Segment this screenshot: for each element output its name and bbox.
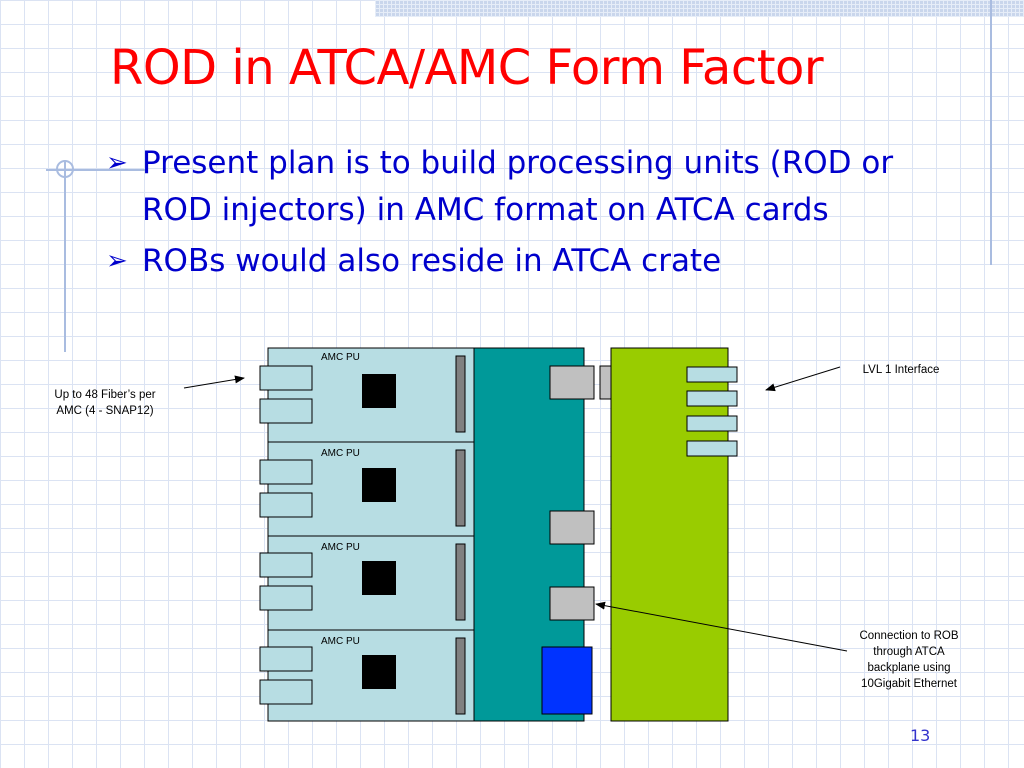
bullet-text: Present plan is to build processing unit…	[142, 145, 894, 228]
amc-card-2	[259, 441, 475, 537]
lvl1-annotation: LVL 1 Interface	[862, 364, 940, 376]
bullet-item: ➢ Present plan is to build processing un…	[104, 140, 964, 234]
amc-connector	[455, 355, 466, 433]
fiber-port	[259, 585, 313, 611]
fiber-annotation-line: AMC (4 - SNAP12)	[56, 405, 154, 417]
decor-horizontal-line	[46, 169, 146, 171]
fiber-annotation: Up to 48 Fiber’s per AMC (4 - SNAP12)	[30, 387, 180, 419]
fiber-port	[259, 552, 313, 578]
fiber-arrow	[183, 375, 245, 389]
rob-annotation-line: Connection to ROB	[859, 630, 959, 642]
decor-vertical-line	[990, 0, 992, 265]
amc-pu-label: AMC PU	[321, 636, 360, 647]
connector-block	[549, 510, 595, 545]
amc-pu-label: AMC PU	[321, 352, 360, 363]
ethernet-block	[541, 646, 593, 715]
lvl1-port	[686, 440, 738, 457]
rob-annotation-line: through ATCA	[873, 646, 945, 658]
connector-block	[549, 586, 595, 621]
fiber-port	[259, 492, 313, 518]
decor-circle	[56, 160, 74, 178]
chip-icon	[362, 561, 396, 595]
slide-title: ROD in ATCA/AMC Form Factor	[110, 40, 824, 96]
amc-connector	[455, 637, 466, 715]
bullet-text: ROBs would also reside in ATCA crate	[142, 243, 722, 279]
fiber-port	[259, 459, 313, 485]
arrow-bullet-icon: ➢	[106, 148, 128, 178]
amc-card-3	[259, 535, 475, 631]
page-number: 13	[910, 726, 931, 745]
amc-card-1	[259, 347, 475, 443]
rob-board	[610, 347, 729, 722]
rob-connection-arrow	[595, 601, 848, 652]
header-band	[375, 0, 1024, 17]
rob-annotation-line: backplane using	[867, 662, 951, 674]
fiber-annotation-line: Up to 48 Fiber’s per	[54, 389, 156, 401]
fiber-port	[259, 679, 313, 705]
rob-connection-annotation: Connection to ROB through ATCA backplane…	[838, 628, 980, 692]
connector-block	[549, 365, 595, 400]
fiber-port	[259, 365, 313, 391]
fiber-port	[259, 646, 313, 672]
bullet-item: ➢ ROBs would also reside in ATCA crate	[104, 238, 964, 285]
amc-card-4	[259, 629, 475, 722]
fiber-port	[259, 398, 313, 424]
amc-connector	[455, 543, 466, 621]
rob-annotation-line: 10Gigabit Ethernet	[861, 678, 957, 690]
chip-icon	[362, 655, 396, 689]
bullet-list: ➢ Present plan is to build processing un…	[104, 140, 964, 289]
amc-pu-label: AMC PU	[321, 542, 360, 553]
amc-connector	[455, 449, 466, 527]
lvl1-port	[686, 390, 738, 407]
lvl1-arrow	[765, 366, 841, 392]
amc-pu-label: AMC PU	[321, 448, 360, 459]
decor-vertical-line-left	[64, 160, 66, 352]
arrow-bullet-icon: ➢	[106, 246, 128, 276]
chip-icon	[362, 374, 396, 408]
lvl1-port	[686, 366, 738, 383]
chip-icon	[362, 468, 396, 502]
lvl1-port	[686, 415, 738, 432]
